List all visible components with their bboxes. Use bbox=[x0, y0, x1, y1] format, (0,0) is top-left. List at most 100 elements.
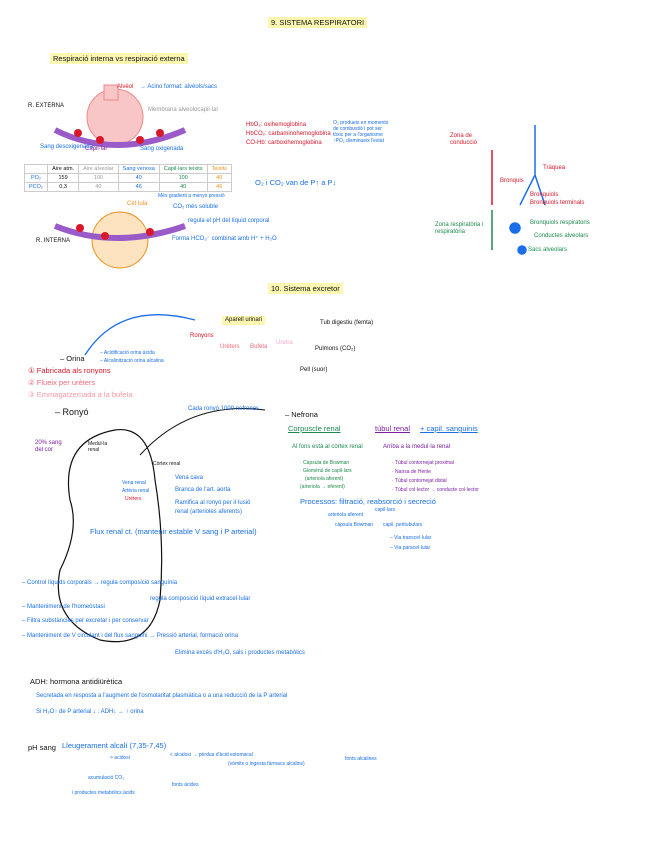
arteria-note: Branca de l'art. aorta bbox=[175, 487, 231, 493]
sub: càpsula Bowman bbox=[335, 522, 374, 528]
arrow-to-nefrona bbox=[139, 407, 266, 456]
td: 40 bbox=[117, 173, 160, 183]
alveolus-drawing bbox=[53, 84, 187, 148]
ureters-label: Urèters bbox=[125, 496, 142, 502]
th bbox=[23, 164, 49, 174]
pulmons: Pulmons (CO₂) bbox=[315, 346, 356, 352]
pell: Pell (suor) bbox=[300, 367, 328, 373]
subtitle-respiracio: Respiració interna vs respiració externa bbox=[50, 53, 188, 64]
organ-uretra: Uretra bbox=[276, 340, 293, 346]
th: Aire alveolar bbox=[78, 164, 119, 174]
label-resp: Bronquiols respiratoris bbox=[530, 220, 590, 226]
vena-note: Vena cava bbox=[175, 475, 204, 481]
table-header: Aire atm. Aire alveolar Sang venosa Capi… bbox=[23, 164, 232, 174]
orina-note: – Acidificació orina àcida bbox=[100, 350, 155, 356]
hb-line: HbCO₂: carbaminohemoglobina bbox=[246, 131, 331, 137]
o2co2-rule: O₂ i CO₂ van de P↑ a P↓ bbox=[255, 178, 337, 187]
medulla-label: Medul·la renal bbox=[88, 441, 108, 453]
fn-item: – Manteniment de V circulant i del flux … bbox=[22, 633, 239, 639]
fn-item: regula composició líquid extracel·lular bbox=[150, 596, 251, 602]
sub2: – Via transcel·lular bbox=[390, 535, 432, 541]
capil-sang: + capil. sanguinis bbox=[420, 424, 478, 433]
list-item: (arteriola → eferent) bbox=[300, 484, 345, 490]
adh-heading: ADH: hormona antidiürètica bbox=[30, 677, 123, 686]
hb-line: HbO₂: oxihemoglobina bbox=[246, 122, 307, 128]
ramif: Ramifica al ronyó per il·lusió bbox=[175, 500, 251, 506]
label-traquea: Tràquea bbox=[543, 165, 566, 171]
step-3: ③ Emmagatzemada a la bufeta bbox=[28, 390, 133, 399]
td: PO₂ bbox=[23, 173, 49, 183]
table-row: PO₂ 159 100 40 100 40 bbox=[23, 173, 232, 183]
adh-line: Si H₂O↑ de P arterial ↓ : ADH↓ → ↑ orina bbox=[36, 709, 144, 715]
ph-line: > acidosi bbox=[110, 755, 130, 761]
note-line: de combustió i pot ser bbox=[333, 126, 382, 132]
note-line: tòxic per a l'organisme bbox=[333, 132, 383, 138]
ph-line: fonts alcalines bbox=[345, 756, 377, 762]
aparell-urinari: Aparell urinari bbox=[222, 316, 266, 326]
td: 0,3 bbox=[47, 182, 80, 192]
label-cel: Cèl·lula bbox=[127, 201, 148, 207]
nefrones-count: Cada ronyó 1000 nefrones bbox=[188, 406, 260, 412]
sub: capil. peritubulars bbox=[383, 522, 423, 528]
list-item: · Túbul col·lector → conducte col·lector bbox=[392, 487, 479, 493]
th: Capil·lars teixits bbox=[158, 164, 208, 174]
sub: capil·lars bbox=[375, 507, 396, 513]
hb-line: CO-Hb: carboxihemoglobina bbox=[246, 140, 322, 146]
fn-item: – Manteniment de l'homeòstasi bbox=[22, 604, 105, 610]
td: 46 bbox=[117, 182, 160, 192]
list-item: · Càpsula de Bowman bbox=[300, 460, 350, 466]
step-1: ① Fabricada als ronyons bbox=[28, 366, 111, 375]
organ-ronyons: Ronyons bbox=[190, 333, 214, 339]
cortex-line: Al fons està al còrtex renal bbox=[292, 444, 363, 450]
title-respiratori: 9. SISTEMA RESPIRATORI bbox=[268, 17, 368, 28]
label-resp: Sacs alveolars bbox=[528, 247, 568, 253]
list-item: · Túbul contornejat proximal bbox=[392, 460, 454, 466]
ph-line: < alcalosi → pèrdua d'àcid estomacal bbox=[170, 752, 253, 758]
label-r-externa: R. EXTERNA bbox=[28, 103, 65, 109]
sang-20: 20% sang del cor bbox=[35, 440, 62, 454]
td: PCO₂ bbox=[23, 182, 49, 192]
td: 100 bbox=[158, 173, 208, 183]
fn-item: Elimina excés d'H₂O, sals i productes me… bbox=[175, 650, 305, 656]
fn-item: – Control líquids corporals → regula com… bbox=[22, 580, 178, 586]
fn-item: – Filtra substàncies per excretar i per … bbox=[22, 618, 149, 624]
td: 40 bbox=[206, 173, 232, 183]
ph-line: acumulació CO₂ bbox=[88, 775, 125, 781]
arrow-to-orina bbox=[84, 314, 196, 356]
flux-renal: Flux renal ct. (mantenir estable V sang … bbox=[90, 527, 257, 536]
pressure-table: Aire atm. Aire alveolar Sang venosa Capi… bbox=[23, 164, 232, 192]
step-2: ② Flueix per urèters bbox=[28, 378, 96, 387]
cell-drawing bbox=[53, 211, 186, 269]
adh-line: Secretada en resposta a l'augment de l'o… bbox=[36, 693, 288, 699]
bronchial-tree bbox=[491, 125, 546, 255]
alveol-note: → Acino format: alvèols/sacs bbox=[140, 84, 218, 90]
note-line: ↑PO₂ disminueix l'estat bbox=[333, 138, 384, 144]
organ-ureters: Urèters bbox=[220, 344, 240, 350]
kidney-outline bbox=[57, 429, 163, 643]
membrane-label: Membrana alveolocapil·lar bbox=[148, 107, 219, 113]
title-excretor: 10. Sistema excretor bbox=[268, 283, 343, 294]
label-resp: Conductes alveolars bbox=[534, 233, 589, 239]
co2-line: Forma HCO₃⁻ combinat amb H⁺ + H₂O bbox=[172, 236, 277, 242]
label-bronquis: Bronquis bbox=[500, 178, 524, 184]
list-item: · Túbul contornejat distal bbox=[392, 478, 447, 484]
td: 46 bbox=[206, 182, 232, 192]
ph-line: fonts àcides bbox=[172, 782, 199, 788]
ph-line: (vòmits o ingesta fàrmacs alcalins) bbox=[228, 761, 305, 767]
corpuscle: Corpuscle renal bbox=[288, 424, 341, 433]
table-row: PCO₂ 0,3 40 46 40 46 bbox=[23, 182, 232, 192]
nefrona-heading: – Nefrona bbox=[285, 410, 318, 419]
tubul: túbul renal bbox=[375, 424, 411, 433]
co2-line: regula el pH del líquid corporal bbox=[188, 218, 270, 224]
table-note: Més gradient a menys pressió bbox=[158, 193, 225, 199]
zona-conduccio: Zona de conducció bbox=[450, 133, 478, 147]
tub-digestiu: Tub digestiu (femta) bbox=[320, 320, 374, 326]
list-item: · Glomèrul de capil·lars bbox=[300, 468, 352, 474]
th: Aire atm. bbox=[47, 164, 80, 174]
processos: Processos: filtració, reabsorció i secre… bbox=[300, 497, 436, 506]
cortex-label: Còrtex renal bbox=[153, 461, 181, 467]
orina-note: – Alcalinització orina alcalina bbox=[100, 358, 164, 364]
label-r-interna: R. INTERNA bbox=[36, 238, 71, 244]
co2-line: CO₂ més soluble bbox=[173, 204, 219, 210]
